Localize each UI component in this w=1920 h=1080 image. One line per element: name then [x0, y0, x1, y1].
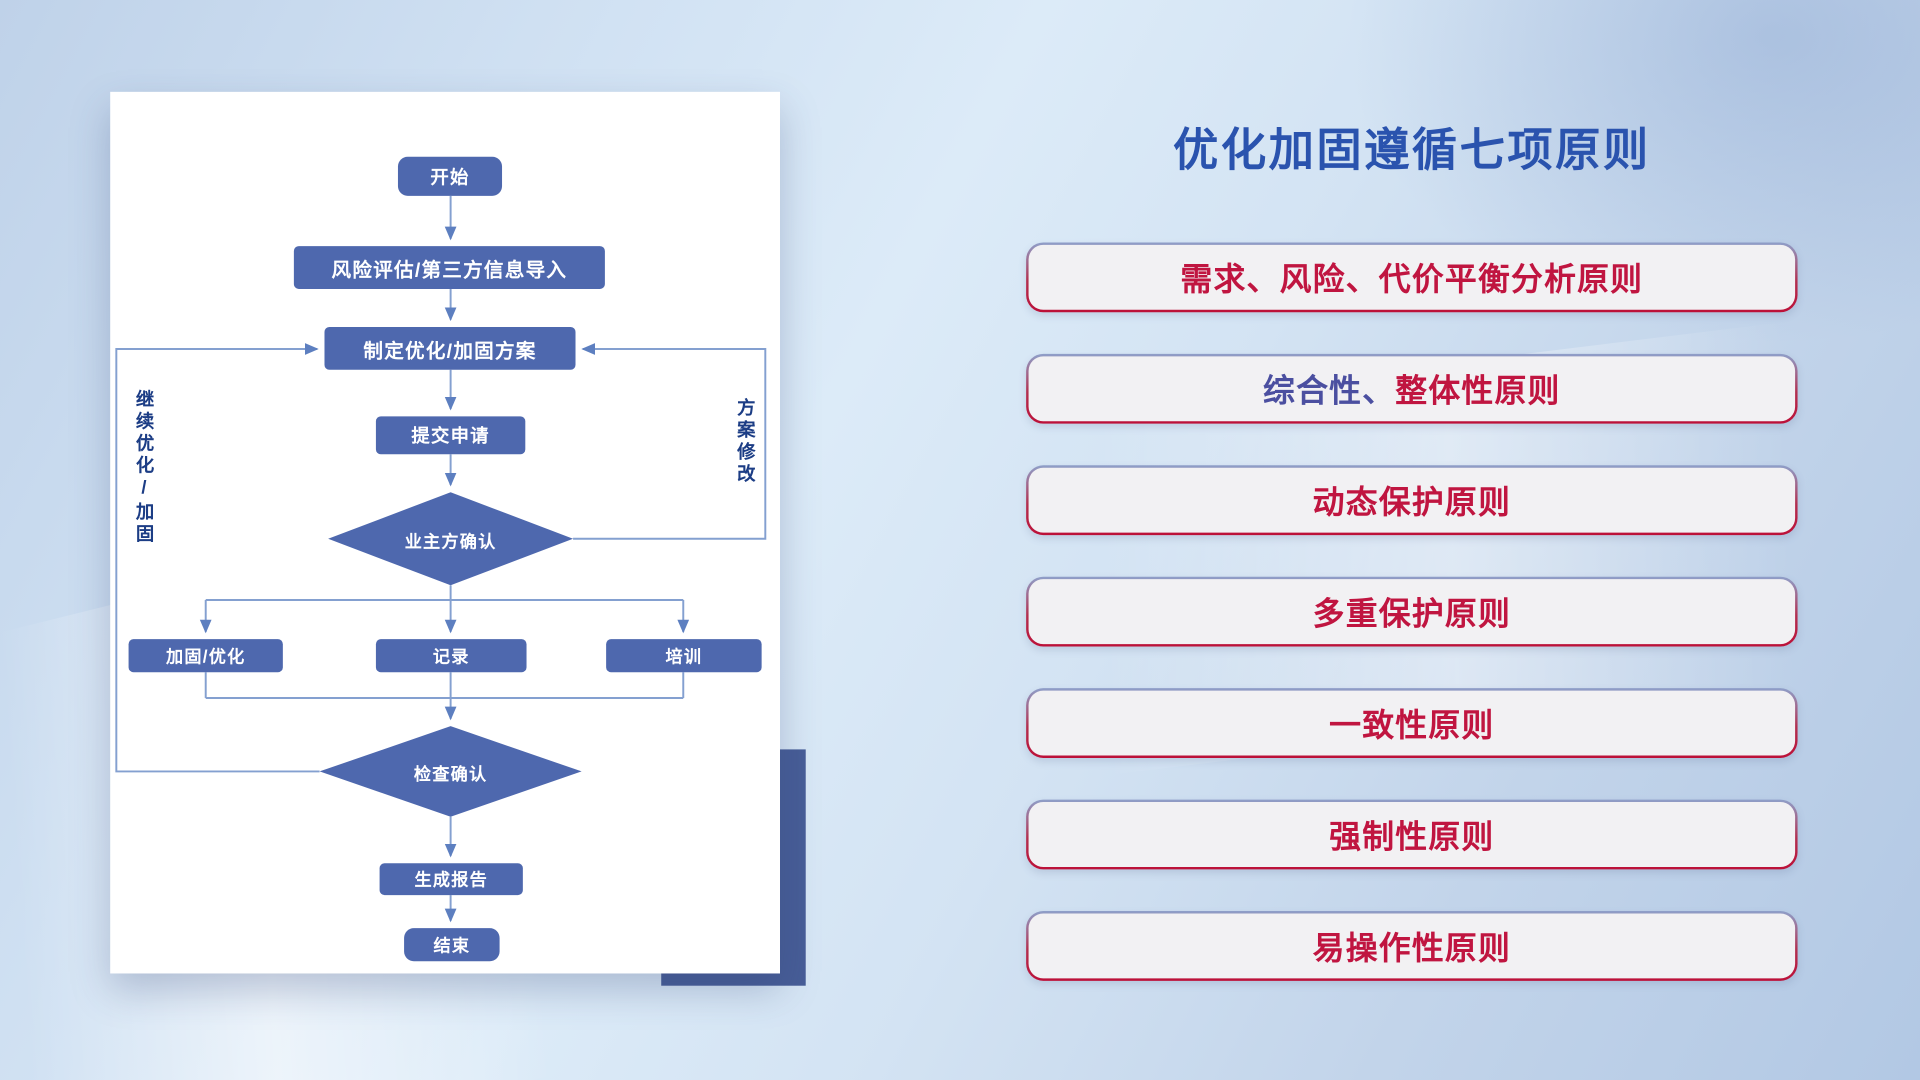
principle-text-segment: 整体性原则	[1395, 372, 1561, 409]
principle-text-segment: 动态保护原则	[1312, 483, 1512, 521]
principles-list: 需求、风险、代价平衡分析原则综合性、整体性原则动态保护原则多重保护原则一致性原则…	[1026, 242, 1798, 981]
principle-card: 需求、风险、代价平衡分析原则	[1026, 242, 1798, 313]
principle-text: 动态保护原则	[1028, 467, 1796, 533]
principle-card: 易操作性原则	[1026, 911, 1798, 981]
principle-text: 需求、风险、代价平衡分析原则	[1028, 244, 1796, 310]
principle-card: 动态保护原则	[1026, 465, 1798, 536]
principle-text-segment: 需求、风险、代价平衡分析原则	[1180, 260, 1644, 298]
flow-node-record: 记录	[375, 639, 527, 673]
flow-node-submit: 提交申请	[375, 416, 526, 455]
principle-card: 一致性原则	[1026, 688, 1798, 758]
panel-title: 优化加固遵循七项原则	[1173, 124, 1651, 176]
principle-text: 易操作性原则	[1028, 913, 1796, 979]
principle-text: 多重保护原则	[1028, 579, 1796, 645]
principle-text: 综合性、整体性原则	[1028, 356, 1796, 422]
loop-label-plan-revise: 方案修改	[734, 397, 756, 487]
principle-card: 强制性原则	[1026, 799, 1798, 870]
flow-node-risk-import: 风险评估/第三方信息导入	[293, 246, 605, 289]
principle-text-segment: 易操作性原则	[1312, 929, 1512, 967]
principle-card: 多重保护原则	[1026, 576, 1798, 647]
principle-text: 强制性原则	[1028, 802, 1796, 867]
flow-node-end: 结束	[404, 928, 500, 962]
principle-text-segment: 综合性、	[1263, 372, 1396, 409]
principle-card: 综合性、整体性原则	[1026, 353, 1798, 424]
principle-text-segment: 多重保护原则	[1312, 595, 1512, 632]
flow-node-report: 生成报告	[379, 863, 523, 896]
loop-label-continue-optimize: 继续优化/加固	[133, 389, 155, 547]
principle-text-segment: 一致性原则	[1329, 706, 1495, 744]
flow-node-reinforce: 加固/优化	[128, 639, 283, 673]
principle-text-segment: 强制性原则	[1329, 817, 1495, 855]
flow-node-owner-confirm-label: 业主方确认	[404, 531, 497, 552]
flow-node-check-confirm-label: 检查确认	[413, 764, 488, 784]
flow-node-make-plan: 制定优化/加固方案	[324, 326, 576, 370]
flow-node-train: 培训	[606, 639, 762, 673]
flow-node-start: 开始	[397, 156, 503, 196]
flowchart-panel: 开始 风险评估/第三方信息导入 制定优化/加固方案 提交申请 业主方确认 加固/…	[110, 91, 780, 974]
principle-text: 一致性原则	[1028, 690, 1796, 756]
